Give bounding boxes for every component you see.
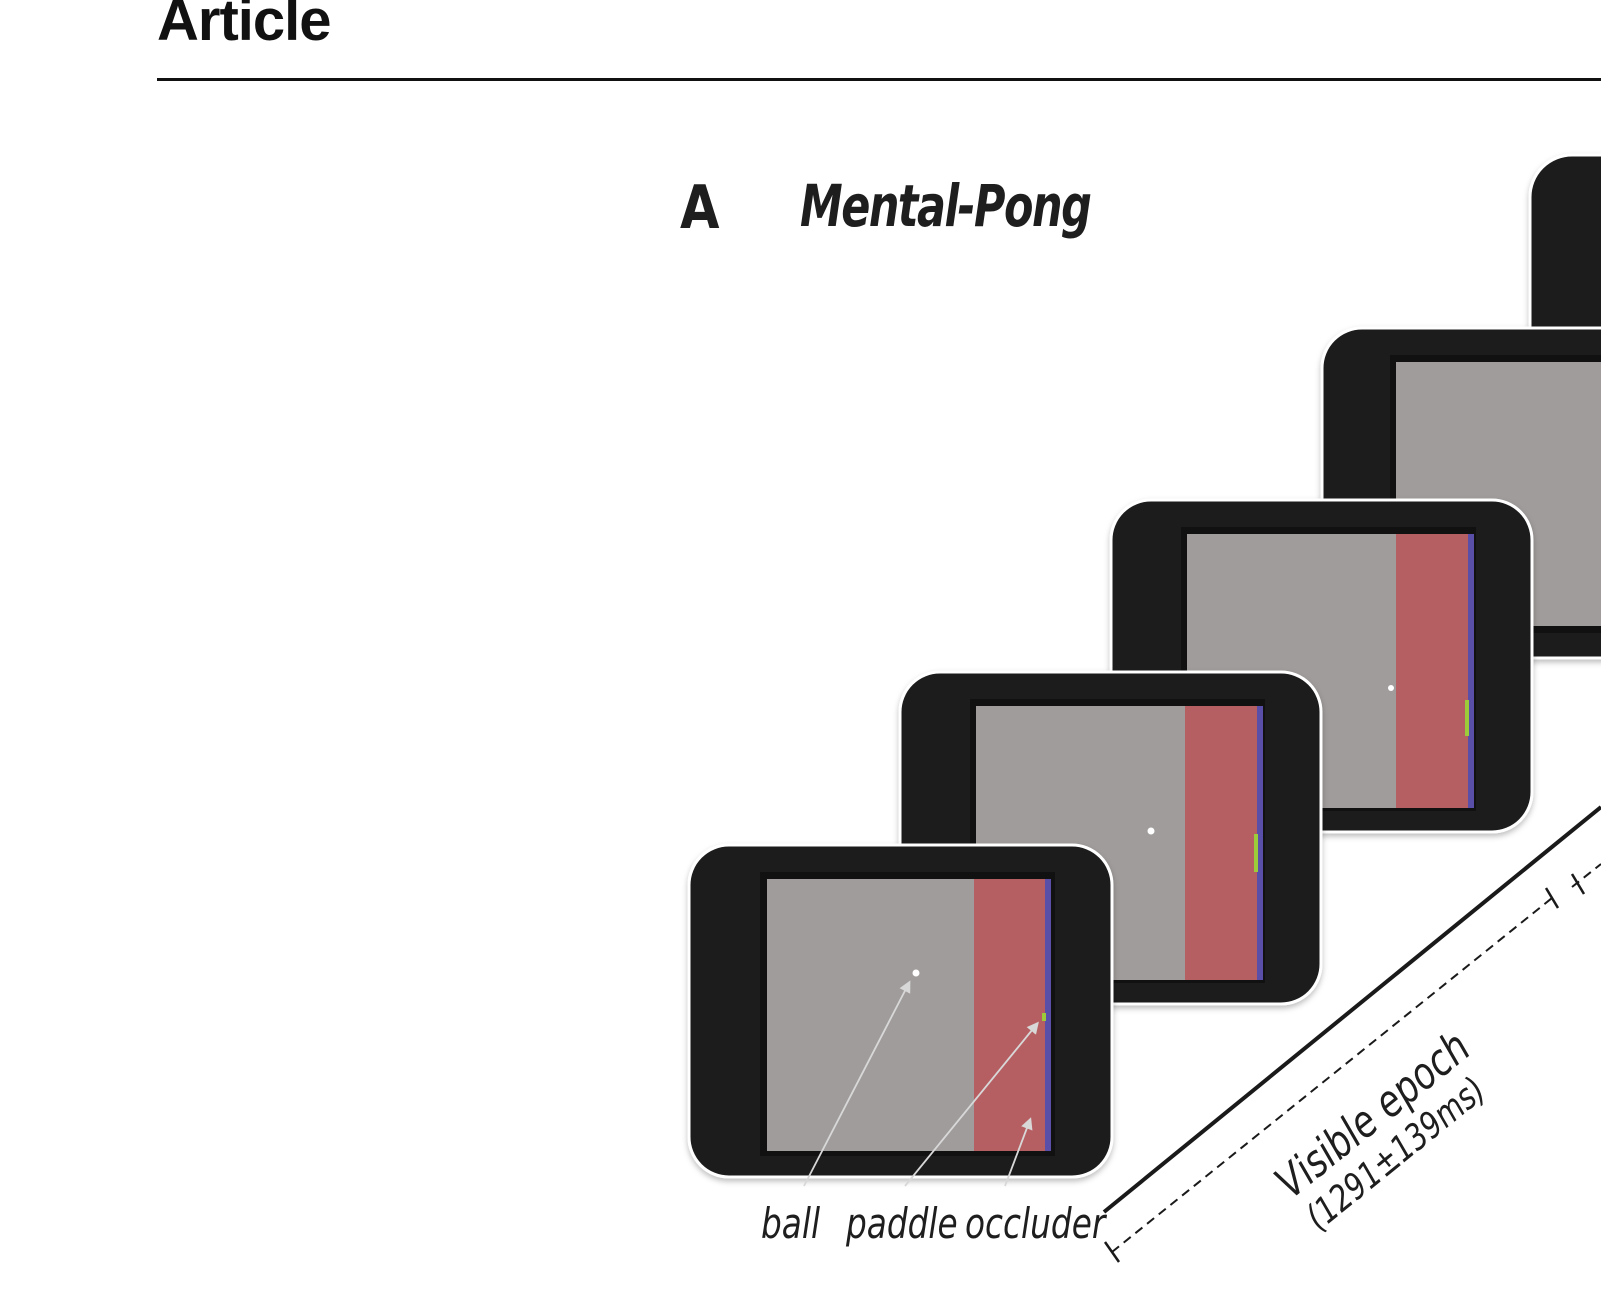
article-header-title: Article [157, 0, 332, 53]
ball-1 [912, 969, 920, 977]
epoch-end-tick [1544, 887, 1560, 909]
time-axis-line [1102, 805, 1601, 1214]
right-wall-1 [1045, 879, 1051, 1151]
ball-3 [1388, 685, 1394, 691]
next-epoch-start-tick [1570, 873, 1586, 895]
visible-epoch-bracket [1111, 897, 1553, 1253]
ball-label: ball [761, 1199, 821, 1248]
ball-2 [1147, 827, 1155, 835]
screen-background-1 [767, 879, 974, 1151]
occluder-1 [974, 879, 1045, 1151]
occluder-arrow [1004, 1117, 1033, 1187]
panel-title: Mental-Pong [800, 172, 1092, 240]
occluder-label: occluder [965, 1199, 1108, 1248]
paddle-3 [1465, 700, 1469, 736]
ball-arrow [803, 980, 911, 1187]
paddle-2 [1254, 834, 1258, 872]
right-wall-3 [1468, 534, 1474, 808]
header-divider [157, 78, 1601, 81]
occluder-2 [1185, 706, 1257, 980]
epoch-start-tick [1103, 1241, 1121, 1263]
occluder-3 [1396, 534, 1468, 808]
panel-letter: A [680, 173, 720, 243]
paddle-arrow [904, 1021, 1039, 1187]
right-wall-2 [1257, 706, 1263, 980]
monitor-frame-1 [687, 843, 1114, 1179]
paddle-1 [1042, 1013, 1046, 1021]
paddle-label: paddle [845, 1199, 958, 1248]
